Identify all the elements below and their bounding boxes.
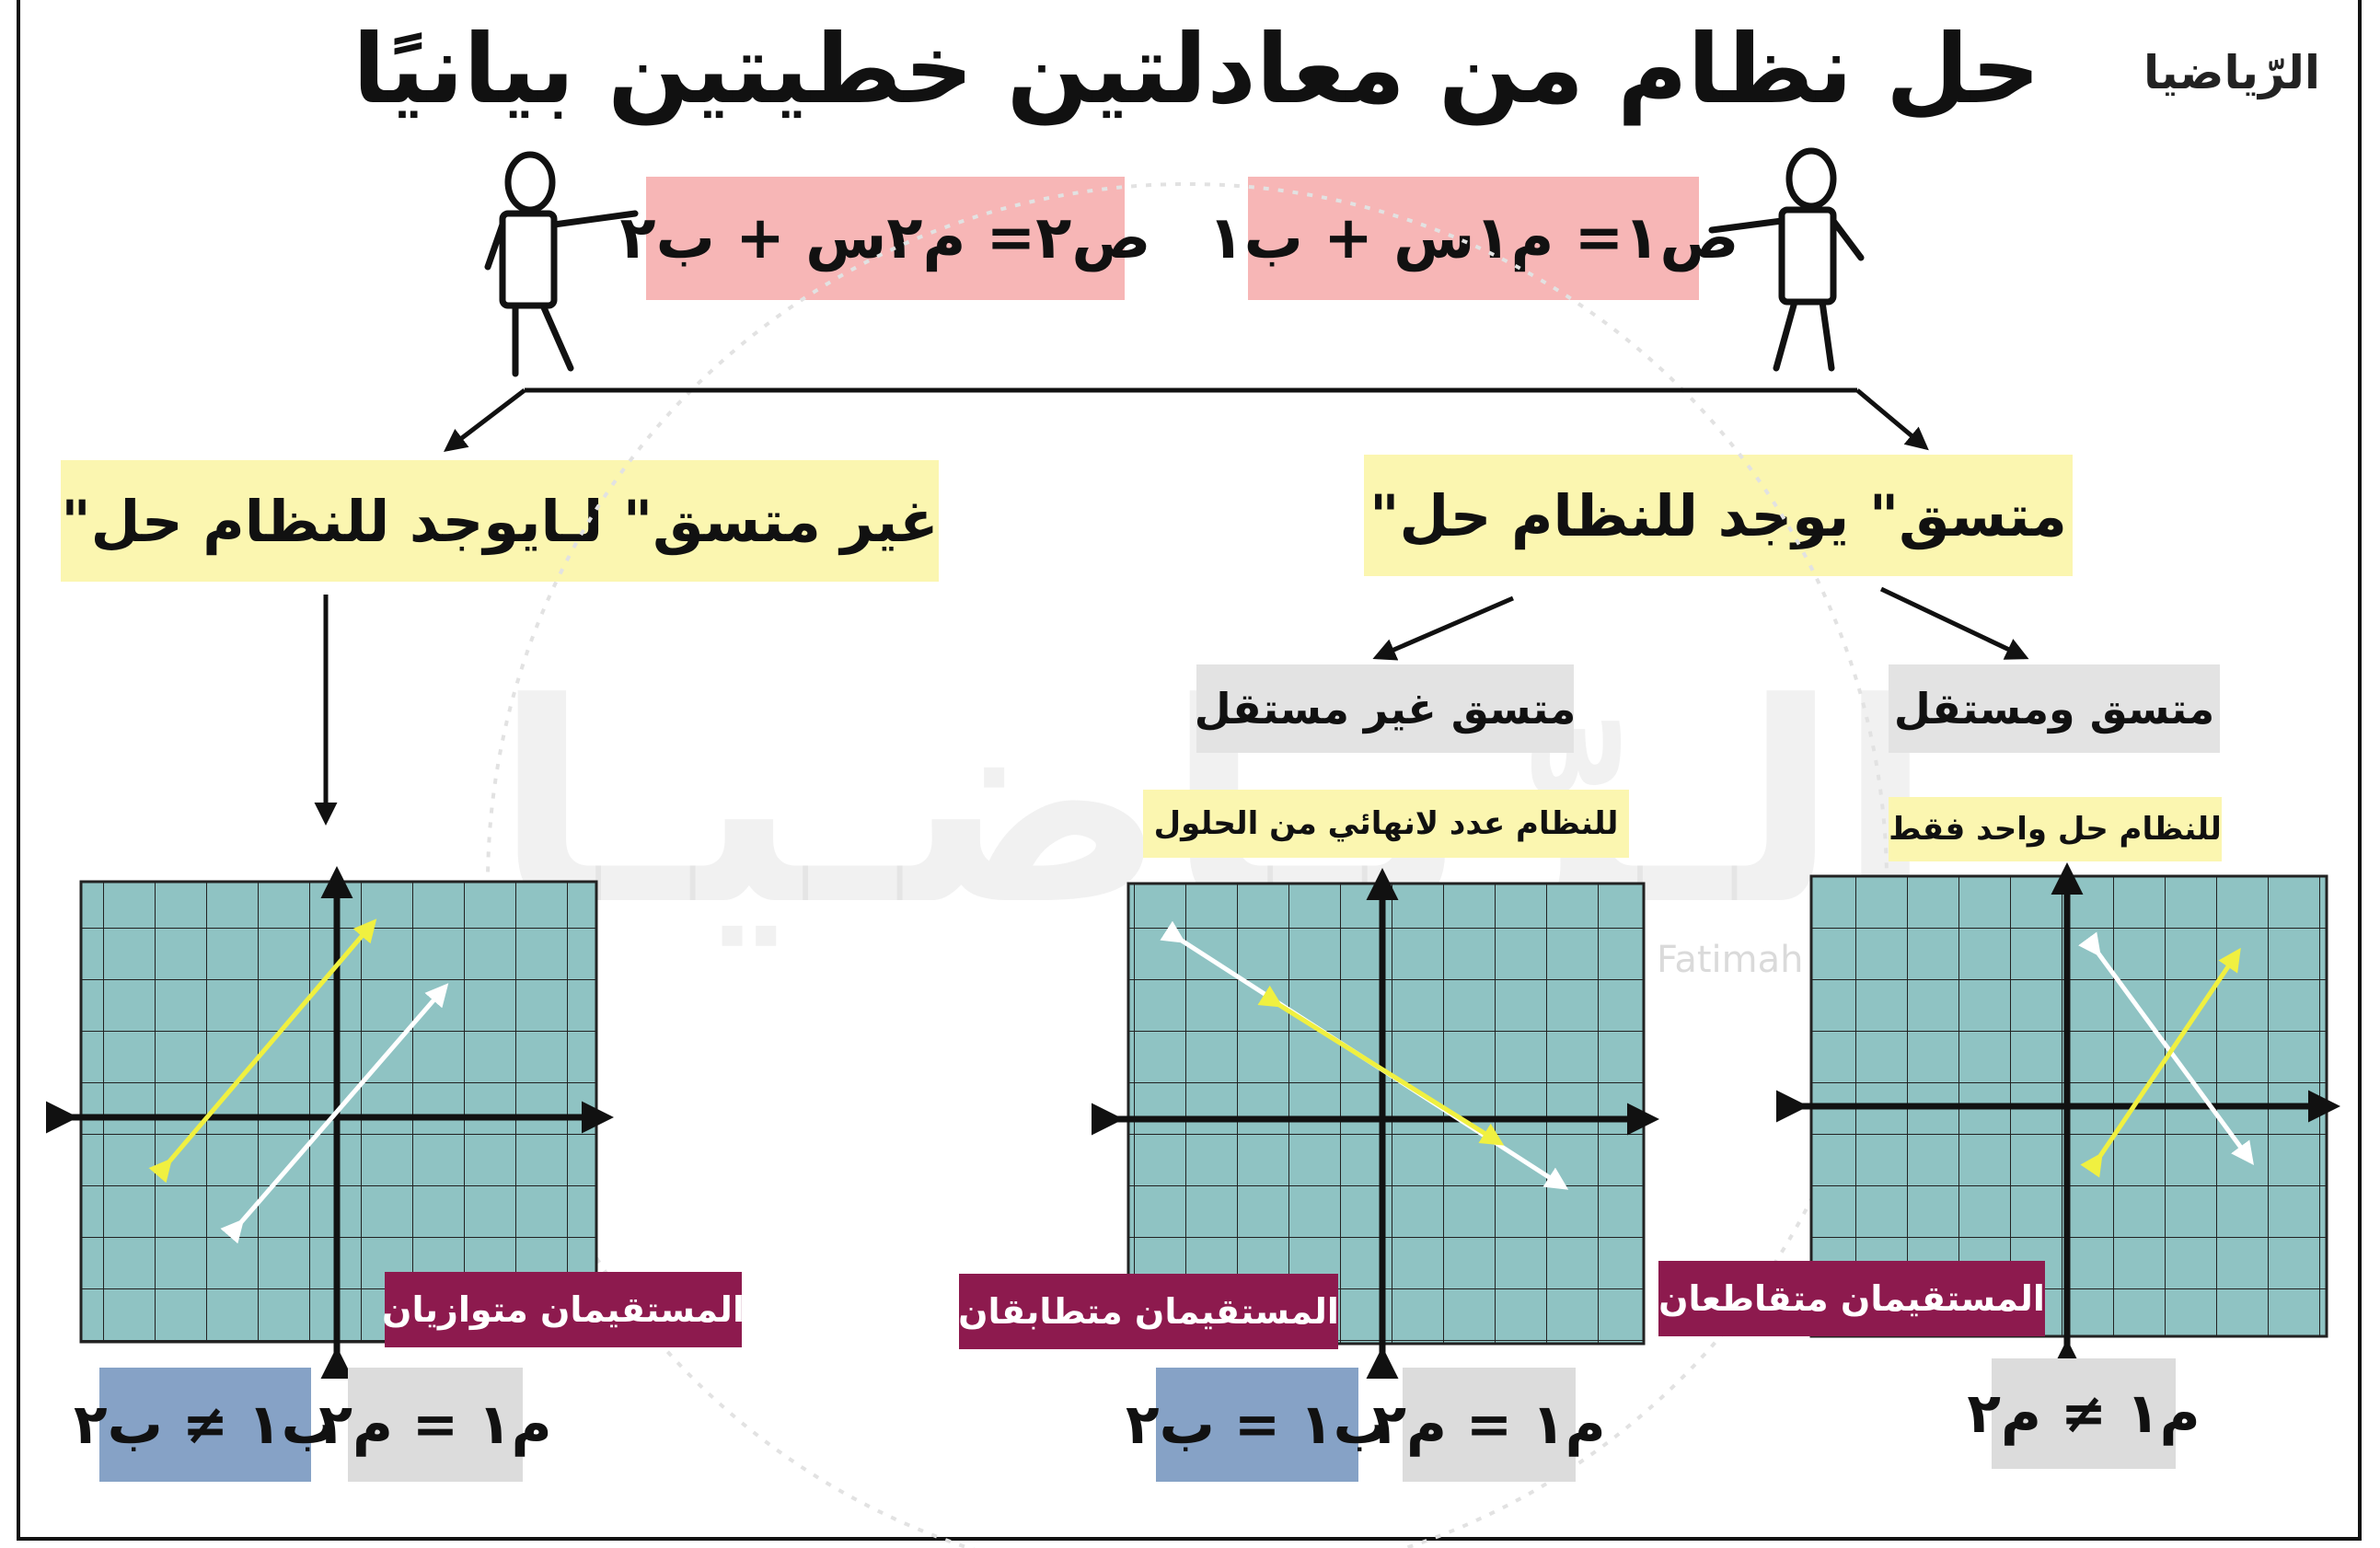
graph-parallel <box>46 866 614 1379</box>
independent-label: متسق ومستقل <box>1889 664 2220 753</box>
stick-figure-right-icon <box>1708 147 1865 372</box>
condition-slopes-equal-parallel: م١ = م٢ <box>318 1368 552 1482</box>
line-white <box>220 983 449 1244</box>
condition-intercepts-differ: ب١ ≠ ب٢ <box>74 1368 337 1482</box>
graph-intersecting <box>1776 862 2340 1371</box>
stick-figure-left-icon <box>484 151 639 377</box>
consistent-label: متسق" يوجد للنظام حل" <box>1364 455 2073 576</box>
infinite-solutions-label: للنظام عدد لانهائي من الحلول <box>1143 790 1629 858</box>
one-solution-label: للنظام حل واحد فقط <box>1889 797 2222 861</box>
page-frame <box>17 0 2362 1541</box>
coincident-label: المستقيمان متطابقان <box>958 1274 1339 1349</box>
inconsistent-label: غير متسق" لـايوجد للنظام حل" <box>61 460 939 582</box>
intersecting-label: المستقيمان متقاطعان <box>1658 1261 2045 1336</box>
condition-slopes-differ: م١ ≠ م٢ <box>1967 1358 2201 1469</box>
line-yellow <box>1257 985 1505 1146</box>
flow-arrows <box>314 387 2029 826</box>
parallel-label: المستقيمان متوازيان <box>382 1272 745 1347</box>
graph-coincident <box>1092 868 1659 1379</box>
condition-slopes-equal-coincident: م١ = م٢ <box>1372 1368 1606 1482</box>
line-yellow <box>2080 947 2241 1178</box>
page-title: حل نظام من معادلتين خطيتين بيانيًا <box>352 13 2040 125</box>
condition-intercepts-equal: ب١ = ب٢ <box>1126 1368 1389 1482</box>
logo: الرّياضيا <box>2143 46 2321 99</box>
dependent-label: متسق غير مستقل <box>1195 664 1576 753</box>
